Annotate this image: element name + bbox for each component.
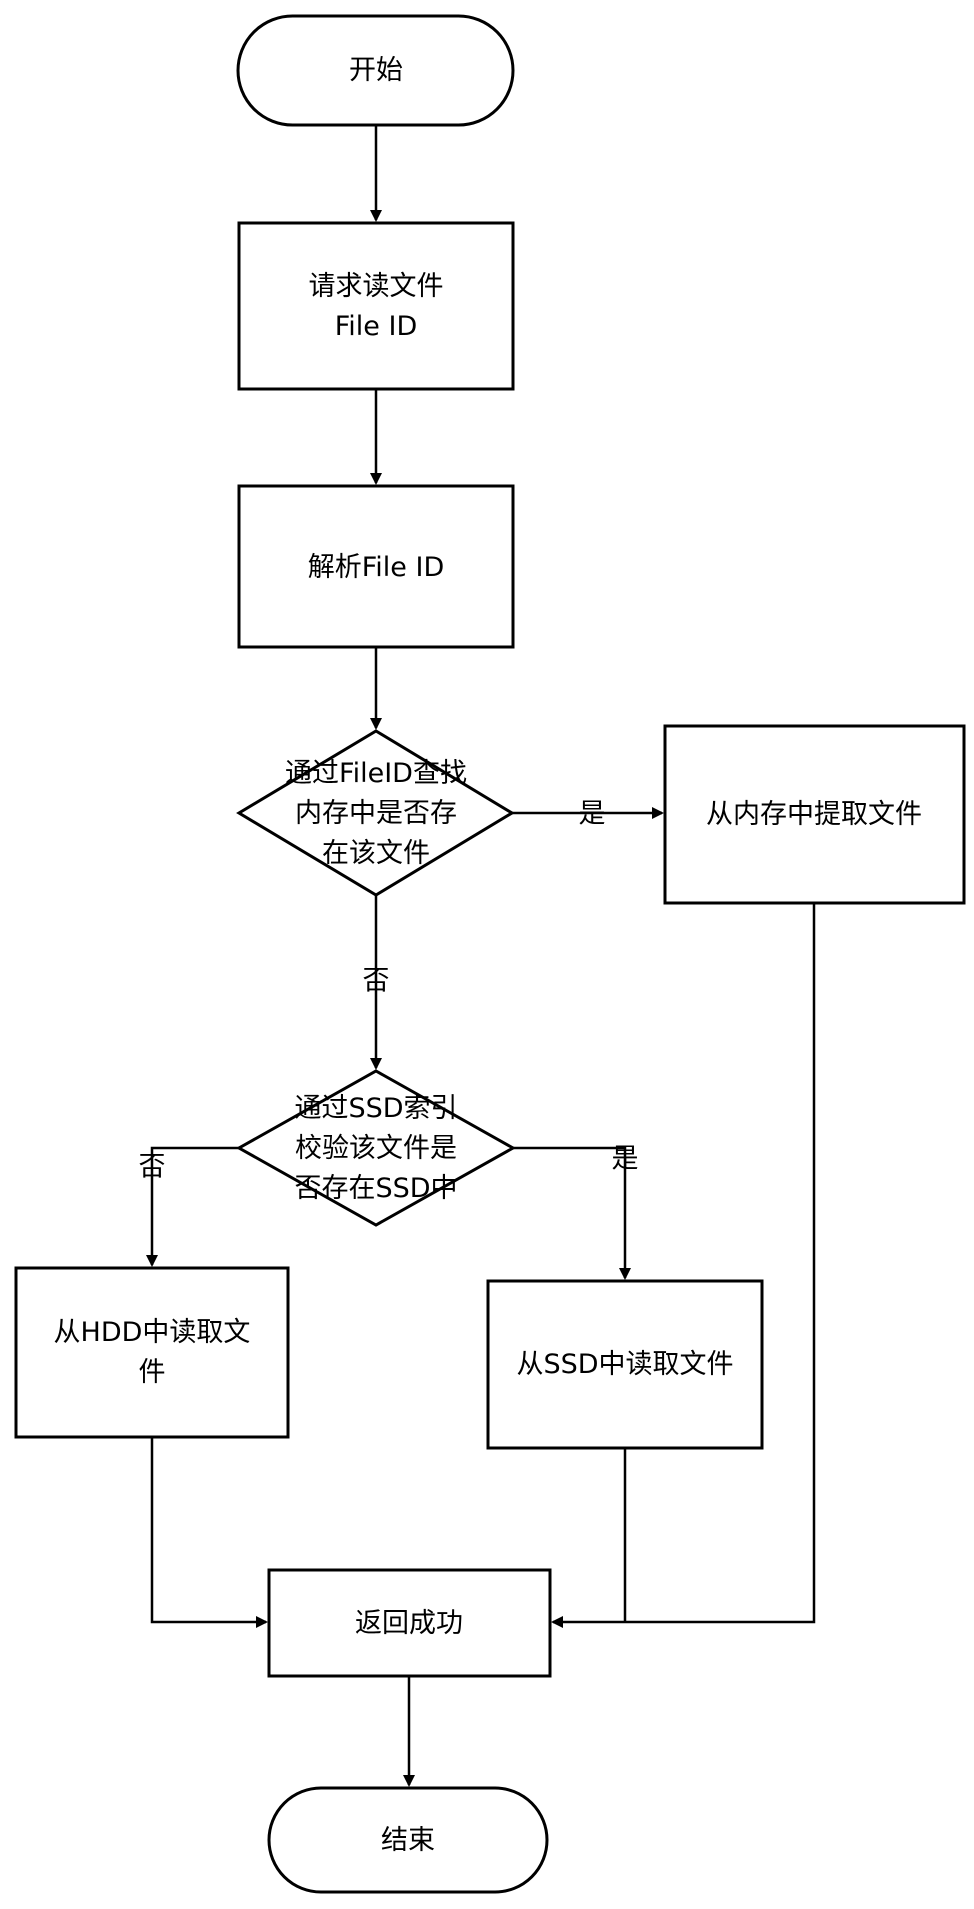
node-label-line: File ID bbox=[335, 311, 418, 342]
node-label-line: 校验该文件是 bbox=[295, 1133, 457, 1164]
edge-ssd-yes bbox=[513, 1146, 631, 1280]
from-memory-label: 从内存中提取文件 bbox=[706, 799, 922, 830]
node-label-line: 通过SSD索引 bbox=[294, 1093, 457, 1124]
node-label-line: 请求读文件 bbox=[309, 271, 444, 302]
ssd-no-label: 否 bbox=[139, 1152, 166, 1183]
return-success-label: 返回成功 bbox=[355, 1608, 463, 1639]
edge-labels: 是 否 否 是 bbox=[139, 799, 639, 1183]
return-success-box bbox=[267, 1568, 552, 1678]
ssd-check-decision bbox=[235, 1069, 517, 1227]
request-file-box bbox=[237, 221, 515, 391]
parse-file-id-label: 解析File ID bbox=[308, 552, 445, 583]
node-label-line: 否存在SSD中 bbox=[294, 1173, 457, 1204]
memory-no-label: 否 bbox=[363, 966, 390, 997]
from-hdd-label: 从HDD中读取文件 bbox=[54, 1317, 251, 1388]
node-label-line: 件 bbox=[139, 1357, 166, 1388]
node-label-line: 结束 bbox=[381, 1825, 435, 1856]
ssd-yes-label: 是 bbox=[612, 1144, 639, 1175]
edge-ssd-no bbox=[146, 1146, 239, 1267]
ssd-check-label: 通过SSD索引校验该文件是否存在SSD中 bbox=[294, 1093, 457, 1204]
memory-check-label: 通过FileID查找内存中是否存在该文件 bbox=[285, 758, 467, 869]
from-ssd-label: 从SSD中读取文件 bbox=[516, 1349, 733, 1380]
from-ssd-box bbox=[486, 1279, 764, 1450]
end-terminal bbox=[267, 1786, 549, 1894]
node-label-line: 通过FileID查找 bbox=[285, 758, 467, 789]
memory-check-decision bbox=[236, 729, 515, 897]
node-label-line: 解析File ID bbox=[308, 552, 445, 583]
edges bbox=[146, 125, 816, 1787]
nodes: 开始 请求读文件 File ID 解析File ID 通过FileID查找内存中是… bbox=[14, 14, 966, 1894]
node-label-line: 在该文件 bbox=[322, 838, 430, 869]
node-label-line: 内存中是否存 bbox=[295, 798, 457, 829]
edge-memory-to-success bbox=[551, 903, 816, 1628]
from-memory-box bbox=[663, 724, 966, 905]
node-label-line: 开始 bbox=[349, 55, 403, 86]
memory-yes-label: 是 bbox=[579, 799, 606, 830]
edge-hdd-to-success bbox=[150, 1437, 268, 1628]
start-label: 开始 bbox=[349, 55, 403, 86]
node-label-line: 返回成功 bbox=[355, 1608, 463, 1639]
request-file-label: 请求读文件 File ID bbox=[309, 271, 444, 342]
end-label: 结束 bbox=[381, 1825, 435, 1856]
node-label-line: 从SSD中读取文件 bbox=[516, 1349, 733, 1380]
from-hdd-box bbox=[14, 1266, 290, 1439]
node-label-line: 从HDD中读取文 bbox=[54, 1317, 251, 1348]
node-label-line: 从内存中提取文件 bbox=[706, 799, 922, 830]
parse-file-id-box bbox=[237, 484, 515, 649]
start-terminal bbox=[236, 14, 515, 127]
